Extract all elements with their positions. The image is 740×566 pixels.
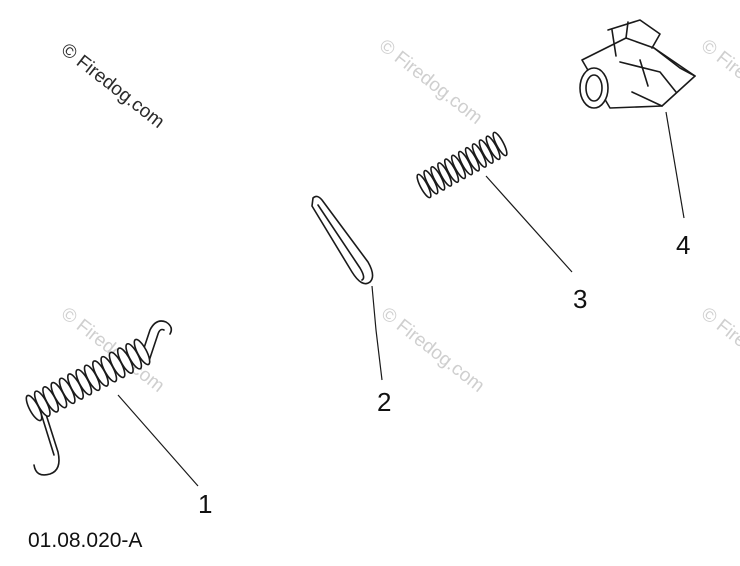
spring-3-coils [416,131,508,199]
spring-3-coil [423,169,439,195]
spring-3-coil [437,162,453,187]
spring-3-coil [457,150,474,176]
leader-line-2 [371,285,383,381]
spring-1-coils [25,338,151,422]
leader-line-4 [665,111,685,219]
spring-3-coil [450,154,467,180]
callout-2: 2 [377,387,391,417]
spring-3-coil [464,146,481,172]
spring-3-coil [430,166,446,191]
watermark-top-left: © Firedog.com [57,39,168,132]
spring-3-coil [492,131,508,157]
spring-3-coil [416,173,432,199]
spring-1-coil [133,338,151,366]
part-4-bushing [579,19,696,109]
callout-1: 1 [198,489,212,519]
part-1-extension-spring [25,320,173,476]
leader-lines [117,111,685,487]
part-2-clip [311,195,374,285]
part-3-compression-spring [416,131,508,199]
callout-3: 3 [573,284,587,314]
spring-3-coil [485,135,501,161]
watermark-top-center: © Firedog.com [375,35,486,128]
callout-4: 4 [676,230,690,260]
watermark-mid-right: © Firedog.com [697,303,740,396]
spring-3-coil [443,158,460,184]
leader-line-1 [117,394,199,487]
leader-line-3 [485,175,573,273]
spring-3-coil [478,139,494,164]
drawing-code: 01.08.020-A [28,529,142,552]
callout-labels: 1 2 3 4 [198,230,690,519]
watermark-mid-center: © Firedog.com [377,303,488,396]
watermark-top-right: © Firedog.com [697,35,740,128]
spring-3-coil [471,143,487,168]
